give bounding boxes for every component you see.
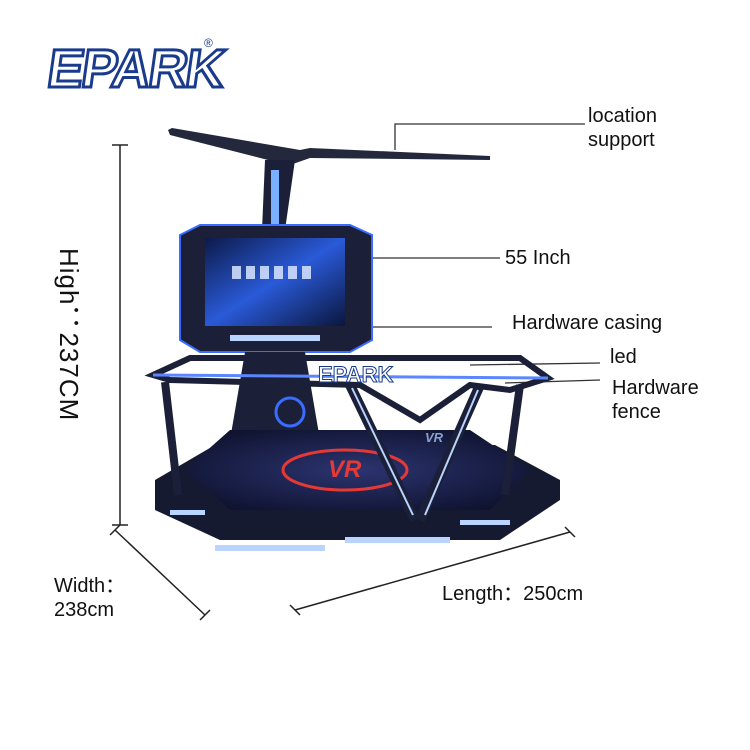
platform-vr-logo: VR bbox=[328, 456, 362, 483]
hardware-fence bbox=[144, 355, 555, 523]
leader-lines bbox=[280, 123, 601, 384]
leader-hardware-fence bbox=[504, 379, 601, 384]
length-dimension-line bbox=[294, 531, 571, 611]
platform bbox=[155, 430, 560, 551]
dimension-lines bbox=[109, 144, 576, 621]
label-55-inch: 55 Inch bbox=[505, 247, 571, 269]
screen-55-inch bbox=[205, 238, 345, 326]
label-width: Width： 238cm bbox=[54, 575, 126, 621]
label-hardware-casing: Hardware casing bbox=[512, 312, 663, 334]
location-support-frame bbox=[168, 128, 490, 230]
label-height: High：237CM bbox=[54, 248, 84, 422]
fence-logo: EPARK bbox=[317, 362, 394, 388]
label-hardware-fence: Hardware fence bbox=[612, 377, 699, 423]
label-location-support: location support bbox=[588, 105, 657, 151]
registered-mark: ® bbox=[204, 36, 213, 50]
label-length: Length：250cm bbox=[442, 583, 584, 605]
leader-led bbox=[469, 362, 601, 366]
hardware-casing bbox=[179, 224, 373, 440]
label-led: led bbox=[610, 346, 637, 368]
width-dimension-line bbox=[114, 529, 206, 616]
fence-panel-vr-logo: VR bbox=[425, 430, 444, 445]
leader-location-support bbox=[394, 123, 585, 150]
